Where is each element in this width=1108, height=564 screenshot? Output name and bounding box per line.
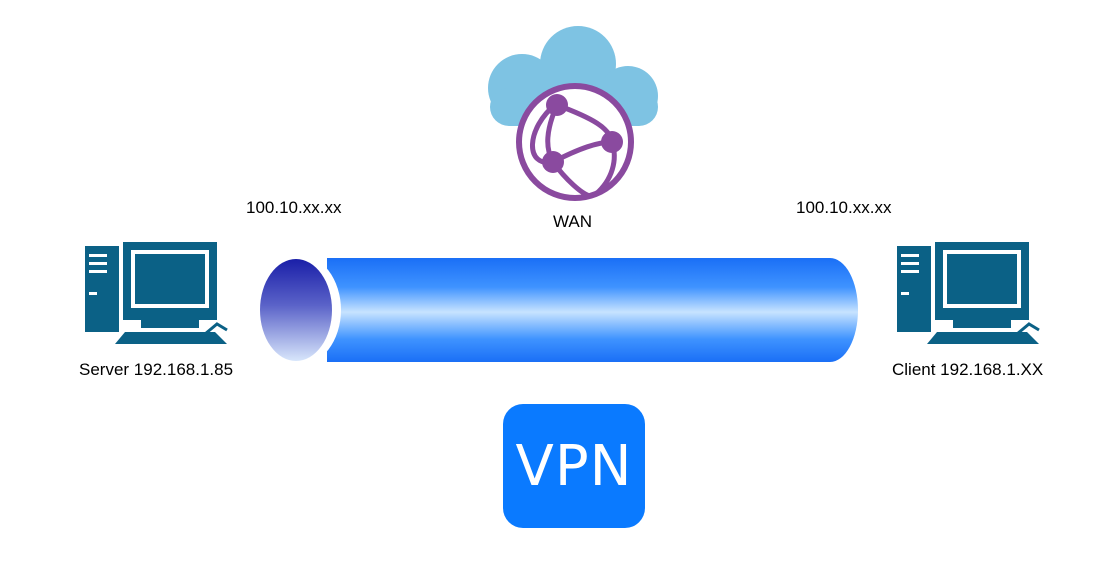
client-label: Client 192.168.1.XX (892, 360, 1044, 379)
right-public-ip-label: 100.10.xx.xx (796, 198, 892, 217)
globe-network-icon (516, 83, 634, 201)
client-computer-icon (897, 242, 1040, 344)
server-label: Server 192.168.1.85 (79, 360, 234, 379)
vpn-badge: VPN (503, 404, 645, 528)
left-public-ip-label: 100.10.xx.xx (246, 198, 342, 217)
tunnel-pipe (255, 254, 858, 366)
wan-label: WAN (553, 212, 593, 231)
vpn-badge-text: VPN (515, 433, 633, 499)
server-computer-icon (85, 242, 228, 344)
